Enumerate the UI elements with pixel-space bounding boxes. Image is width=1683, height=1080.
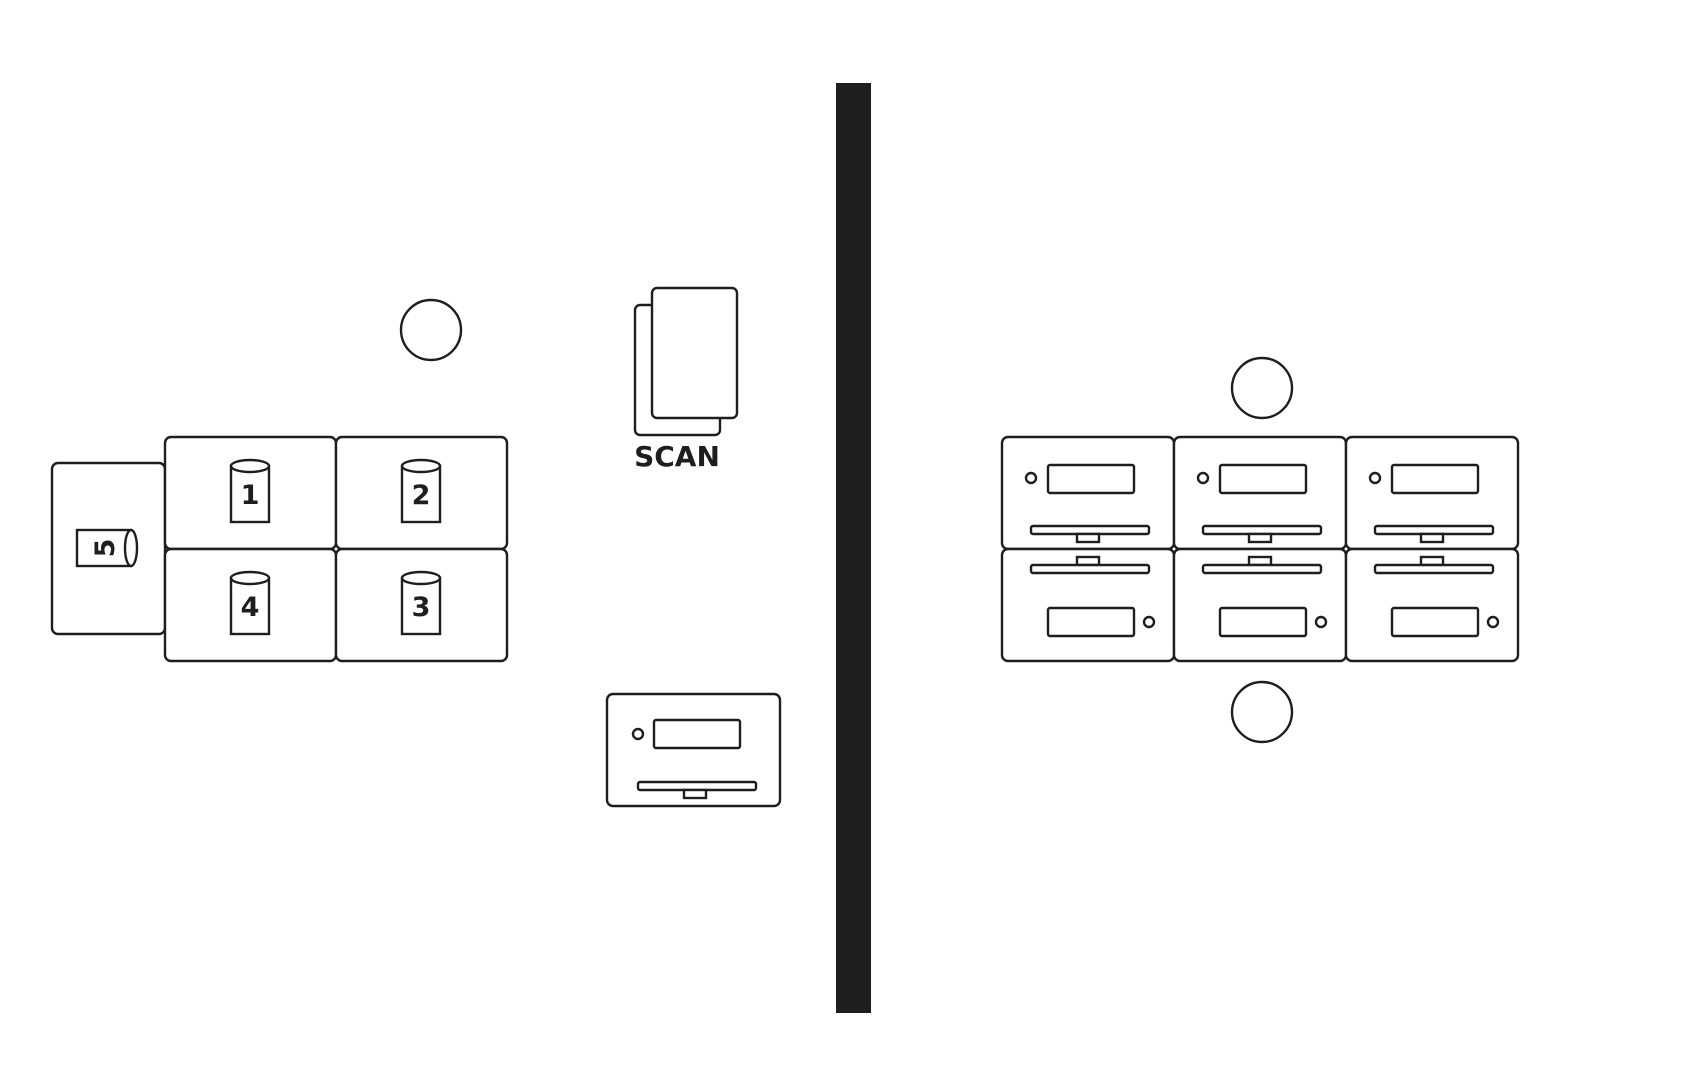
- station-label: 3: [412, 592, 431, 623]
- circle-seat-icon: [399, 298, 463, 362]
- station-4: 4: [163, 547, 338, 663]
- circle-seat-icon: [1230, 356, 1294, 420]
- desk-device-icon: [1000, 547, 1176, 663]
- scan-label: SCAN: [634, 440, 720, 473]
- document-stack-icon: [633, 286, 739, 437]
- cylinder-icon: 4: [229, 570, 271, 636]
- station-label: 1: [241, 480, 260, 511]
- station-3: 3: [334, 547, 509, 663]
- cylinder-icon: 2: [400, 458, 442, 524]
- station-label: 2: [412, 480, 431, 511]
- station-5: 5: [50, 461, 167, 636]
- station-2: 2: [334, 435, 509, 551]
- right-area: [1000, 356, 1520, 744]
- cylinder-icon: 5: [75, 528, 139, 568]
- cylinder-icon: 1: [229, 458, 271, 524]
- desk-device-icon: [1344, 547, 1520, 663]
- divider-wall: [836, 83, 871, 1013]
- desk-device-icon: [1000, 435, 1176, 551]
- left-area: 5 1 2 4: [50, 286, 782, 808]
- desk-device-icon: [1344, 435, 1520, 551]
- desk-device-icon: [1172, 547, 1348, 663]
- station-label: 4: [241, 592, 260, 623]
- desk-device-icon: [605, 692, 782, 808]
- scan-station: SCAN: [633, 286, 739, 473]
- circle-seat-icon: [1230, 680, 1294, 744]
- station-1: 1: [163, 435, 338, 551]
- desk-device-icon: [1172, 435, 1348, 551]
- station-label: 5: [90, 539, 121, 558]
- cylinder-icon: 3: [400, 570, 442, 636]
